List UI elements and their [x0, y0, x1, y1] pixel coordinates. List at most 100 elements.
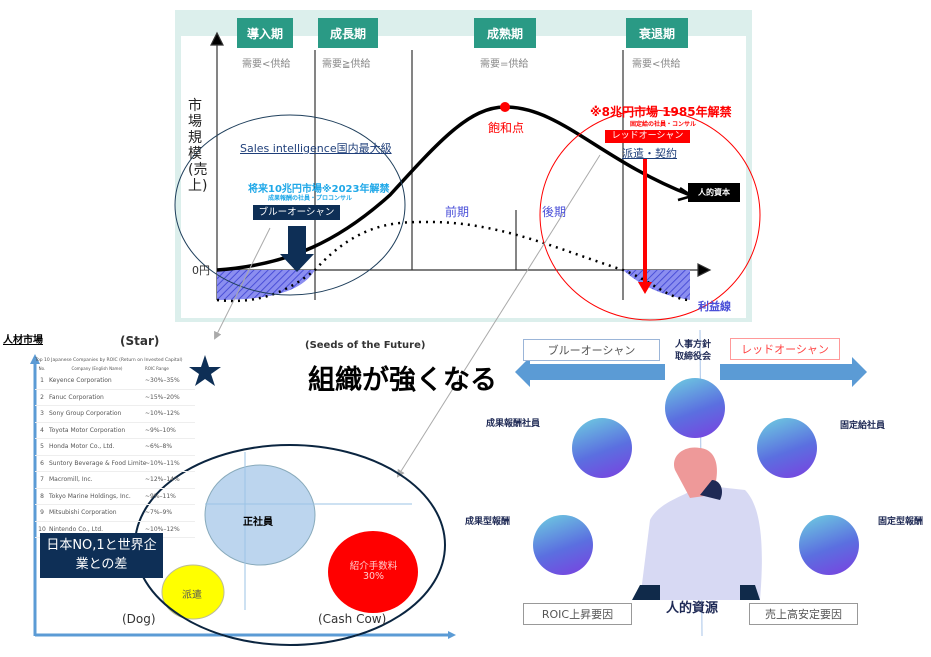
- phase-introduction: 導入期: [237, 18, 293, 48]
- table-cell: Fanuc Corporation: [49, 393, 104, 401]
- org-chart-icon: [665, 378, 725, 438]
- future-market-sub: 成果報酬の社員・プロコンサル: [268, 195, 353, 202]
- saturation-point: [500, 102, 510, 112]
- team-icon: [757, 418, 817, 478]
- dispatch-bubble: [161, 564, 225, 620]
- table-cell: ~9%–11%: [145, 492, 176, 500]
- loss-area-left: [217, 270, 315, 300]
- table-cell: ~7%–9%: [145, 509, 173, 517]
- table-cell: ~30%–35%: [145, 377, 180, 385]
- table-cell: Tokyo Marine Holdings, Inc.: [49, 492, 131, 500]
- fee-bubble: [328, 531, 418, 613]
- dispatch-contract-label: 派遣・契約: [622, 147, 677, 160]
- team-icon: [572, 418, 632, 478]
- table-cell: 7: [40, 476, 44, 484]
- table-cell: Suntory Beverage & Food Limite: [49, 459, 147, 467]
- dog-label: (Dog): [122, 612, 156, 626]
- phase-maturity: 成熟期: [474, 18, 536, 48]
- early-label: 前期: [445, 205, 470, 219]
- table-cell: ~10%–11%: [145, 459, 180, 467]
- gap-box: 日本NO,1と世界企業との差: [40, 533, 163, 578]
- cash-cow-label: (Cash Cow): [318, 612, 387, 626]
- profit-line-label: 利益線: [698, 300, 731, 313]
- table-cell: Toyota Motor Corporation: [49, 426, 126, 434]
- table-cell: 8: [40, 492, 44, 500]
- profit-curve: [216, 220, 691, 303]
- loss-area-right: [623, 270, 690, 300]
- fixed-pay-label: 固定型報酬: [878, 517, 924, 527]
- left-arrow-icon: [515, 357, 665, 387]
- red-down-arrow-icon: [638, 282, 652, 294]
- demand-label: 需要<供給: [242, 59, 291, 70]
- roic-table: Top 10 Japanese Companies by ROIC (Retur…: [35, 358, 195, 538]
- table-row: 1 Keyence Corporation ~30%–35%: [35, 373, 195, 390]
- red-ocean-box: レッドオーシャン: [730, 338, 840, 360]
- sales-intelligence-label: Sales intelligence国内最大級: [240, 142, 392, 155]
- table-cell: 10: [38, 525, 46, 533]
- blue-ocean-box: ブルーオーシャン: [523, 339, 660, 361]
- regular-employee-label: 正社員: [243, 517, 273, 528]
- global-team-icon: [799, 515, 859, 575]
- table-cell: 4: [40, 426, 44, 434]
- sales-curve: [216, 105, 691, 272]
- table-cell: Keyence Corporation: [49, 377, 112, 385]
- table-header: No.: [38, 365, 46, 371]
- blue-ocean-ellipse: [174, 114, 406, 296]
- late-label: 後期: [542, 205, 567, 219]
- seeds-label: (Seeds of the Future): [305, 340, 426, 351]
- board-label: 取締役会: [675, 352, 712, 362]
- table-cell: ~12%–14%: [145, 476, 180, 484]
- perf-pay-label: 成果型報酬: [465, 517, 511, 527]
- human-capital-tag: 人的資本: [688, 183, 740, 202]
- down-arrow-icon: [280, 254, 314, 272]
- table-cell: 5: [40, 443, 44, 451]
- table-cell: Nintendo Co., Ltd.: [49, 525, 104, 533]
- sales-factor-box: 売上高安定要因: [749, 603, 858, 625]
- market-8-sub: 固定給の社員・コンサル: [630, 121, 697, 128]
- demand-label: 需要=供給: [480, 59, 529, 70]
- dispatch-label: 派遣: [182, 590, 202, 601]
- table-cell: 1: [40, 377, 44, 385]
- regular-employee-bubble: [204, 464, 316, 566]
- table-cell: ~15%–20%: [145, 393, 180, 401]
- headline: 組織が強くなる: [308, 365, 497, 396]
- star-label: (Star): [120, 334, 160, 348]
- person-silhouette: [632, 447, 762, 600]
- phase-growth: 成長期: [318, 18, 378, 48]
- table-cell: 3: [40, 410, 44, 418]
- fee-percent: 30%: [362, 571, 385, 582]
- red-ocean-tag: レッドオーシャン: [605, 130, 690, 143]
- global-team-icon: [533, 515, 593, 575]
- phase-decline: 衰退期: [626, 18, 688, 48]
- fee-label: 紹介手数料: [349, 561, 398, 572]
- table-row: 9 Mitsubishi Corporation ~7%–9%: [35, 505, 195, 522]
- star-icon: [189, 355, 221, 386]
- table-title: Top 10 Japanese Companies by ROIC (Retur…: [35, 358, 183, 363]
- roic-factor-box: ROIC上昇要因: [523, 603, 632, 625]
- demand-label: 需要≧供給: [322, 59, 371, 70]
- perf-staff-label: 成果報酬社員: [486, 419, 541, 429]
- blue-ocean-tag: ブルーオーシャン: [253, 205, 340, 220]
- board-label: 人事方針: [675, 340, 712, 350]
- right-arrow-icon: [720, 357, 867, 387]
- y-axis-label: 市場規模(売上): [188, 98, 208, 194]
- table-header: ROIC Range: [145, 365, 169, 371]
- table-cell: 9: [40, 509, 44, 517]
- table-cell: ~10%–12%: [145, 525, 180, 533]
- talent-market-label: 人材市場: [3, 335, 43, 346]
- market-8-label: ※8兆円市場 1985年解禁: [590, 105, 732, 119]
- red-ocean-ellipse: [539, 109, 761, 321]
- saturation-label: 飽和点: [488, 121, 525, 135]
- future-market-label: 将来10兆円市場※2023年解禁: [248, 184, 390, 195]
- table-header: Company (English Name): [71, 365, 123, 371]
- table-cell: Sony Group Corporation: [49, 410, 122, 418]
- table-cell: Mitsubishi Corporation: [49, 509, 117, 517]
- fixed-staff-label: 固定給社員: [840, 421, 886, 431]
